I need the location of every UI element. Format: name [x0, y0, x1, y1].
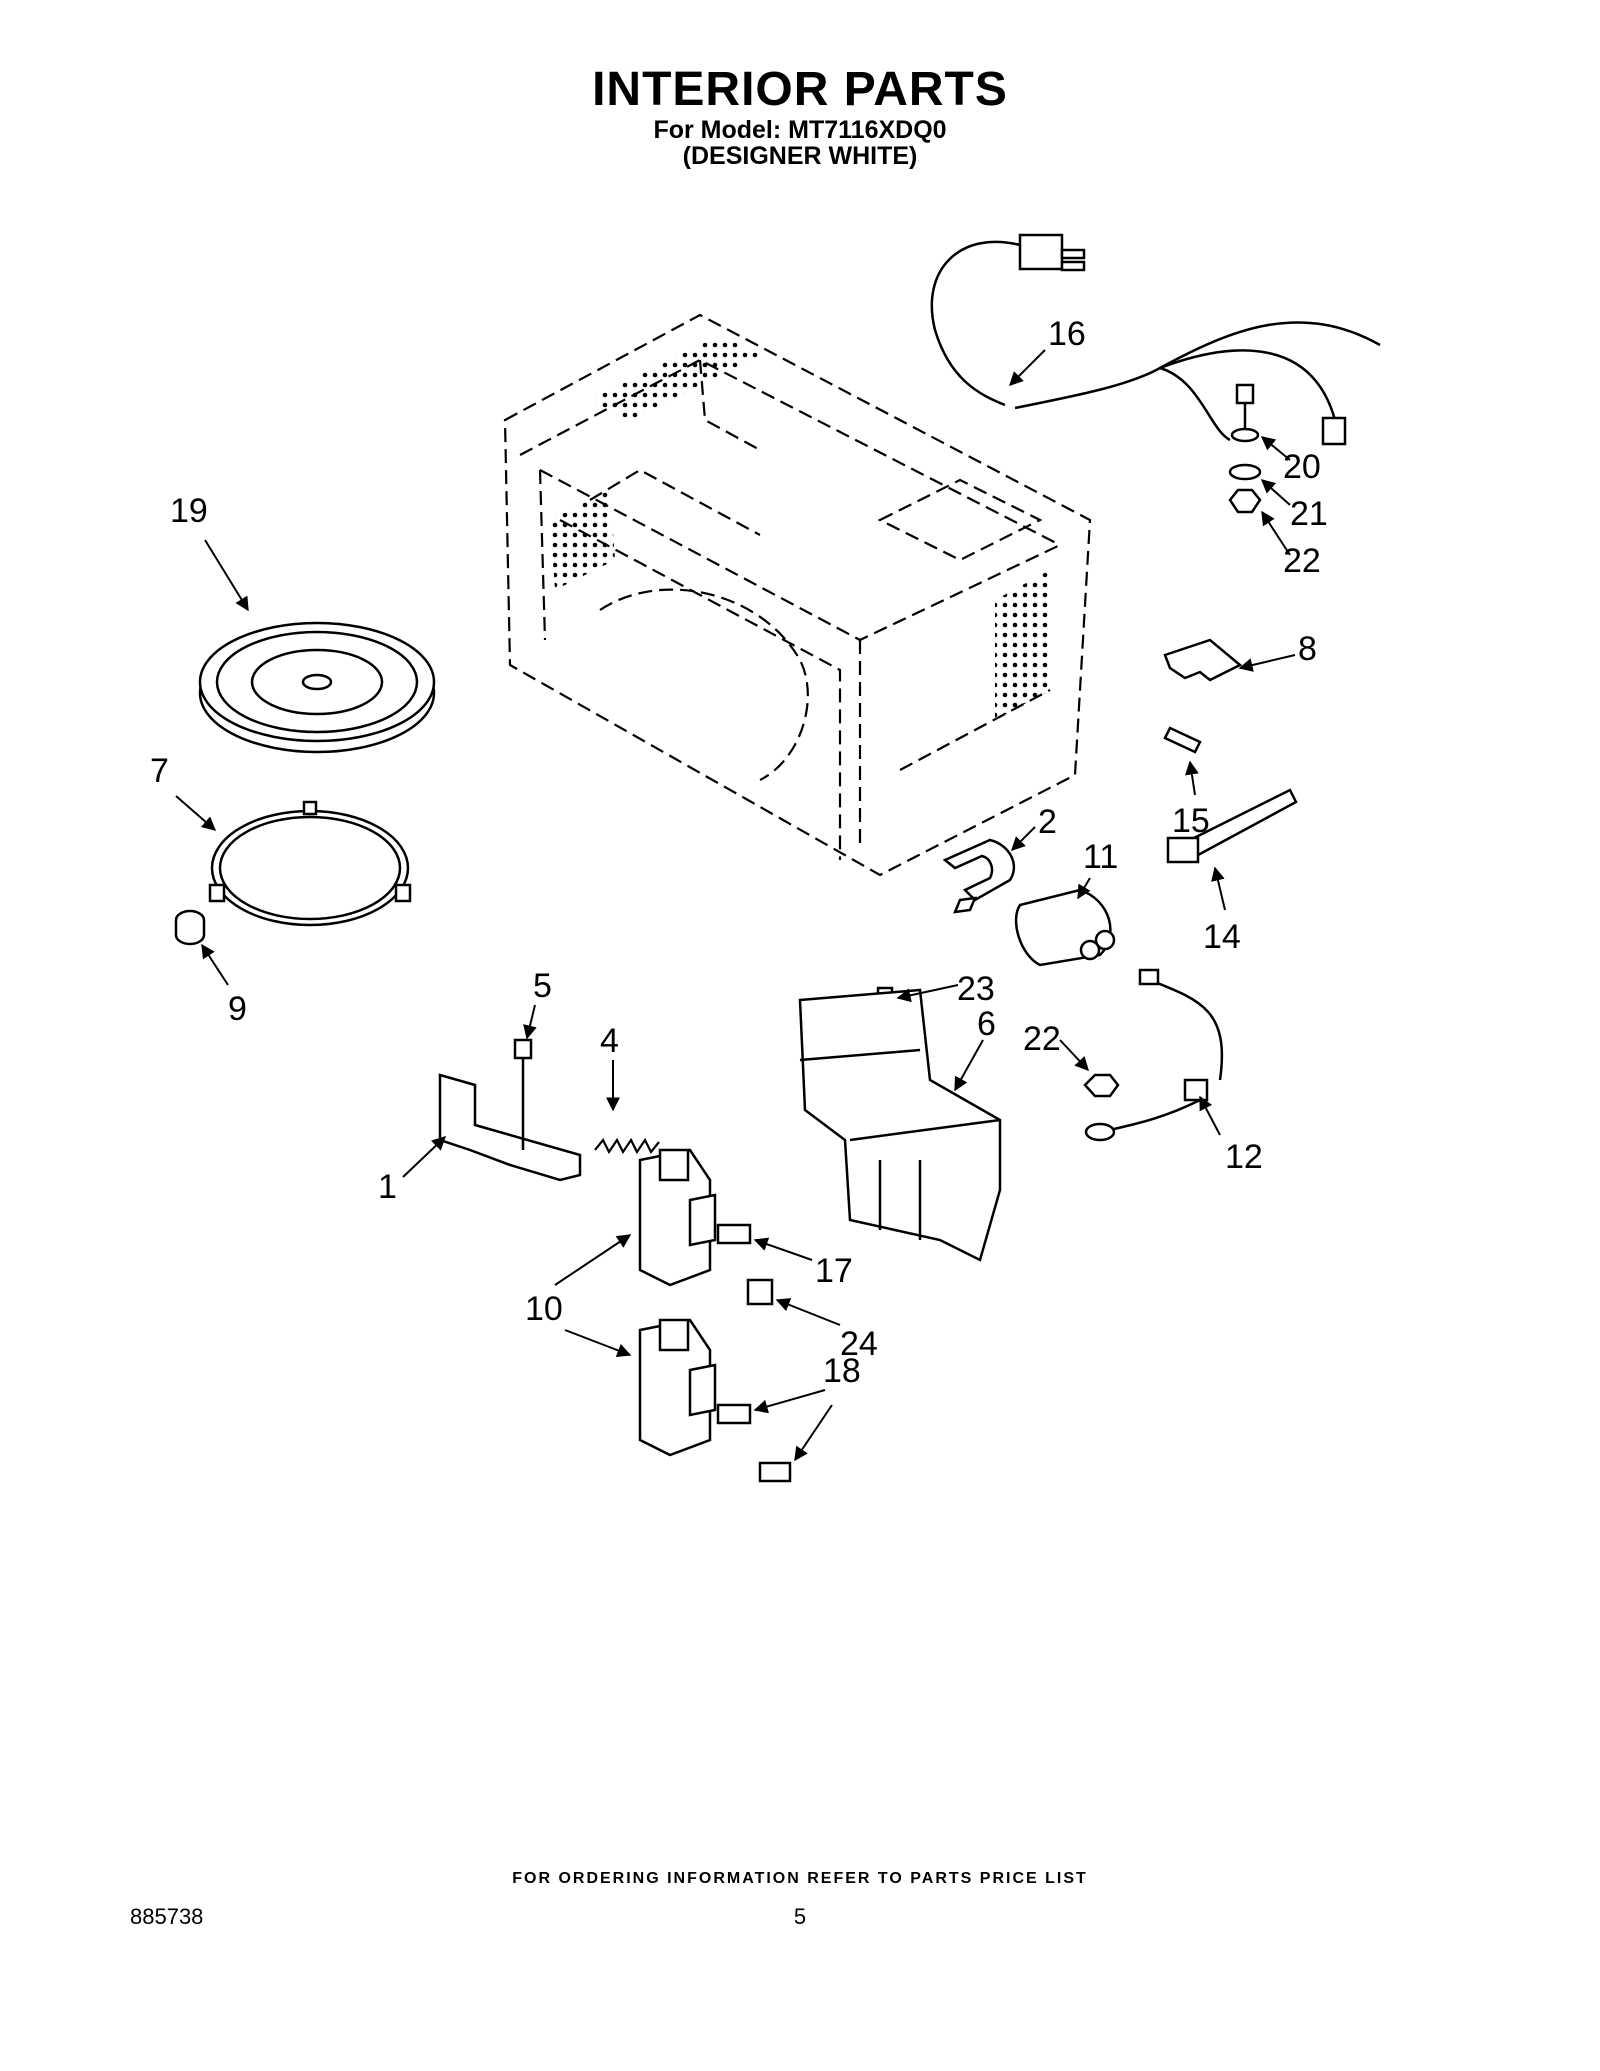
vent-holes	[550, 335, 1050, 720]
page-number: 5	[793, 1904, 807, 1929]
callout-2: 2	[1038, 803, 1057, 841]
callout-12: 12	[1225, 1138, 1263, 1176]
nut-22-lower	[1083, 1073, 1120, 1098]
spring	[594, 1137, 660, 1155]
callout-9: 9	[228, 990, 247, 1028]
turntable-tray	[198, 621, 436, 754]
power-cord	[930, 233, 1381, 446]
color-line: (DESIGNER WHITE)	[682, 142, 918, 170]
bracket-8	[1163, 638, 1243, 682]
callout-21: 21	[1290, 495, 1328, 533]
callout-14: 14	[1203, 918, 1241, 956]
callout-11: 11	[1083, 838, 1118, 876]
callout-24: 24	[840, 1325, 878, 1363]
callout-16: 16	[1048, 315, 1086, 353]
callout-10: 10	[525, 1290, 563, 1328]
coupler	[174, 909, 206, 946]
callout-7: 7	[150, 752, 169, 790]
cable-tie	[1166, 788, 1298, 864]
callout-17: 17	[815, 1252, 853, 1290]
callout-23: 23	[957, 970, 995, 1008]
switch-holder-upper	[638, 1148, 717, 1287]
hv-diode	[1084, 968, 1224, 1142]
latch-bracket	[438, 1073, 582, 1182]
hv-capacitor	[1014, 888, 1116, 967]
callout-8: 8	[1298, 630, 1317, 668]
callout-6: 6	[977, 1005, 996, 1043]
switches	[716, 1223, 792, 1483]
capacitor-clamp	[942, 838, 1016, 914]
callout-labels: 19 7 9 16 20 21 22 8 15 2 11 14 5 4 1 23…	[150, 315, 1328, 1390]
callout-20: 20	[1283, 448, 1321, 486]
callout-19: 19	[170, 492, 208, 530]
document-number: 885738	[130, 1904, 204, 1929]
cavity-outline	[503, 313, 1092, 877]
callout-22-lower: 22	[1023, 1020, 1061, 1058]
callout-1: 1	[378, 1168, 397, 1206]
ground-screw-washer-nut	[1228, 383, 1262, 514]
roller-ring	[208, 800, 412, 927]
callout-22-top: 22	[1283, 542, 1321, 580]
page-title: INTERIOR PARTS	[592, 63, 1008, 116]
switch-holder-lower	[638, 1318, 717, 1457]
callout-4: 4	[600, 1022, 619, 1060]
screw-5	[513, 1038, 533, 1150]
callout-15: 15	[1172, 802, 1210, 840]
fuse	[1163, 726, 1202, 754]
callout-18: 18	[823, 1352, 861, 1390]
model-line: For Model: MT7116XDQ0	[653, 116, 947, 144]
shield-duct	[798, 988, 1002, 1262]
callout-5: 5	[533, 967, 552, 1005]
ordering-note: FOR ORDERING INFORMATION REFER TO PARTS …	[512, 1870, 1088, 1887]
leader-arrows	[175, 349, 1296, 1462]
